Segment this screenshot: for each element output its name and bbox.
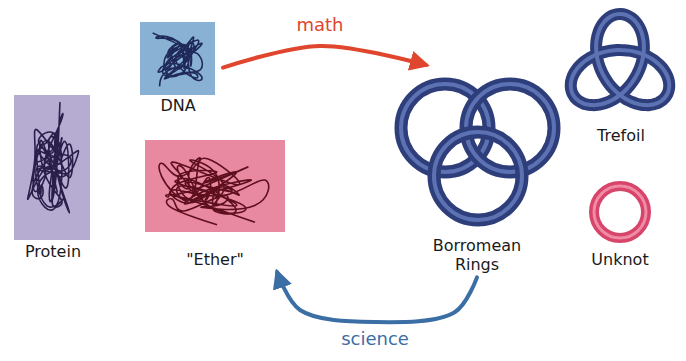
borromean-rings-figure bbox=[401, 84, 554, 220]
figure-label: Protein bbox=[8, 242, 98, 261]
figure-node: Protein bbox=[8, 92, 98, 261]
ring-highlight bbox=[434, 132, 522, 220]
scribble bbox=[153, 33, 203, 86]
figure-label: Borromean Rings bbox=[422, 236, 532, 274]
ring bbox=[434, 132, 522, 220]
figure-node: Unknot bbox=[578, 176, 662, 269]
crayon-square bbox=[14, 95, 90, 240]
crayon-square bbox=[140, 22, 215, 95]
curved-arrow bbox=[223, 46, 426, 68]
crayon-square bbox=[145, 140, 285, 232]
trefoil-highlight bbox=[571, 14, 669, 105]
figure-label: DNA bbox=[136, 96, 220, 115]
scribble bbox=[159, 158, 269, 225]
figure-label: "Ether" bbox=[141, 250, 289, 269]
curved-arrow bbox=[277, 272, 477, 322]
figure-node: Trefoil bbox=[566, 6, 676, 145]
figure-label: Unknot bbox=[578, 250, 662, 269]
arrow-label: math bbox=[296, 14, 343, 36]
unknot-highlight bbox=[594, 186, 646, 238]
figure-label: Trefoil bbox=[566, 126, 676, 145]
figure-node: "Ether" bbox=[141, 136, 289, 269]
scribble bbox=[28, 102, 79, 213]
figure-node: DNA bbox=[136, 20, 220, 115]
figure-node: Borromean Rings bbox=[386, 68, 568, 274]
trefoil-knot bbox=[571, 14, 669, 105]
arrow-label: science bbox=[341, 328, 409, 350]
unknot-ring bbox=[594, 186, 646, 238]
